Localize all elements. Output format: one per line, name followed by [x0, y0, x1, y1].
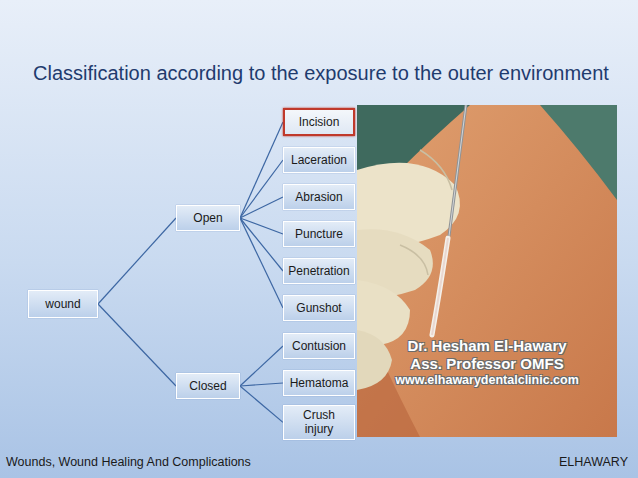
watermark-text: Dr. Hesham El-Hawary [407, 337, 566, 354]
tree-connector [240, 346, 283, 386]
tree-connector [240, 383, 283, 386]
node-label: Abrasion [295, 190, 342, 204]
node-label: Open [193, 211, 222, 225]
tree-connector [240, 197, 283, 218]
node-label: Puncture [295, 227, 343, 241]
footer-text: ELHAWARY [559, 455, 628, 469]
tree-connector [240, 122, 283, 218]
leaf-box: Incision [283, 108, 355, 136]
tree-connector [240, 160, 283, 218]
node-label: Laceration [291, 153, 347, 167]
tree-connector [240, 218, 283, 308]
tree-connector [98, 218, 176, 304]
category-box: Closed [176, 373, 240, 399]
tree-connector [98, 304, 176, 386]
watermark-text: Ass. Professor OMFS [410, 355, 563, 372]
node-label: Penetration [288, 264, 349, 278]
node-label: Closed [189, 379, 226, 393]
watermark-text: www.elhawarydentalclinic.com [395, 373, 579, 387]
leaf-box: Gunshot [283, 295, 355, 321]
tree-connector [240, 386, 283, 422]
node-label: Incision [299, 115, 340, 129]
leaf-box: Crush injury [283, 405, 355, 440]
node-label: Hematoma [290, 376, 349, 390]
category-box: Open [176, 205, 240, 231]
node-label: Gunshot [296, 301, 341, 315]
leaf-box: Hematoma [283, 370, 355, 396]
footer-text: Wounds, Wound Healing And Complications [6, 455, 251, 469]
leaf-box: Contusion [283, 333, 355, 359]
node-label: Crush injury [288, 408, 350, 437]
leaf-box: Abrasion [283, 184, 355, 210]
leaf-box: Laceration [283, 147, 355, 173]
slide-title: Classification according to the exposure… [33, 62, 609, 85]
root-box: wound [28, 290, 98, 318]
leaf-box: Puncture [283, 221, 355, 247]
node-label: wound [45, 297, 80, 311]
node-label: Contusion [292, 339, 346, 353]
leaf-box: Penetration [283, 258, 355, 284]
